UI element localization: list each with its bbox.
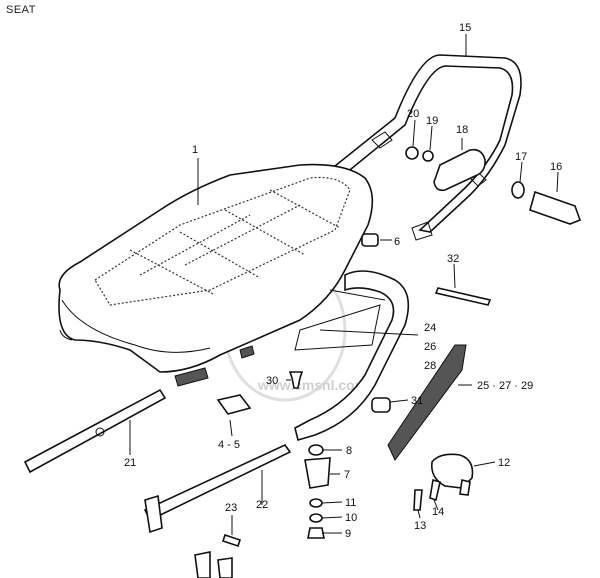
callout-10: 10 [345,512,357,524]
callout-1: 1 [192,144,198,156]
callout-17: 17 [515,151,527,163]
grommet-6 [361,233,379,247]
strap-21 [23,388,167,474]
callout-13: 13 [414,520,426,532]
callout-28: 28 [424,360,436,372]
callout-30: 30 [266,375,278,387]
callout-32: 32 [447,253,459,265]
strap-22 [143,443,292,534]
callout-6: 6 [394,236,400,248]
rubber-cushion-31 [371,397,391,413]
callout-24: 24 [424,322,436,334]
callout-22: 22 [256,499,268,511]
callout-11: 11 [345,497,356,509]
seat-tail-frame [294,270,410,442]
callout-12: 12 [498,457,510,469]
callout-20: 20 [407,108,419,120]
lock-assembly [304,444,331,539]
page-title: SEAT [6,4,36,16]
callout-15: 15 [459,22,471,34]
callout-8: 8 [346,445,352,457]
callout-19: 19 [426,115,438,127]
rail-hardware [405,146,582,225]
screw-30 [288,371,304,389]
seat-cushion [58,163,374,387]
callout-23: 23 [225,502,237,514]
damper-block-4-5 [216,394,252,415]
callout-9: 9 [345,528,351,540]
callout-31: 31 [411,395,423,407]
callout-7: 7 [344,469,350,481]
leader-lines [129,34,559,535]
callout-labels: 1 15 20 19 18 17 16 6 32 24 26 28 25 · 2… [124,22,562,540]
bolt-23 [194,533,242,578]
watermark-text: www.cmsnl.com [257,377,367,393]
callout-4-5: 4 - 5 [218,439,240,451]
callout-26: 26 [424,341,436,353]
callout-18: 18 [456,124,468,136]
grab-rail [328,54,522,241]
callout-21: 21 [124,457,136,469]
side-trim [387,344,467,461]
trim-strip-32 [434,287,492,306]
callout-16: 16 [550,161,562,173]
callout-25-27-29: 25 · 27 · 29 [477,380,533,392]
callout-14: 14 [432,506,444,518]
seat-lock-12 [413,453,474,511]
